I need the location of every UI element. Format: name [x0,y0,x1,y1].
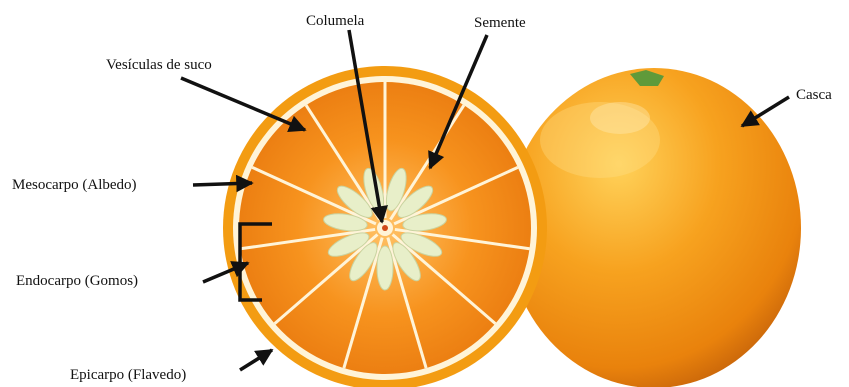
label-endocarpo: Endocarpo (Gomos) [16,272,138,290]
epicarpo-arrow [240,350,272,370]
label-semente: Semente [474,14,526,32]
label-epicarpo: Epicarpo (Flavedo) [70,366,186,384]
label-columela: Columela [306,12,364,30]
mesocarpo-arrow [193,183,252,185]
seed [377,246,393,290]
label-vesiculas: Vesículas de suco [106,56,212,74]
label-casca: Casca [796,86,832,104]
label-mesocarpo: Mesocarpo (Albedo) [12,176,137,194]
